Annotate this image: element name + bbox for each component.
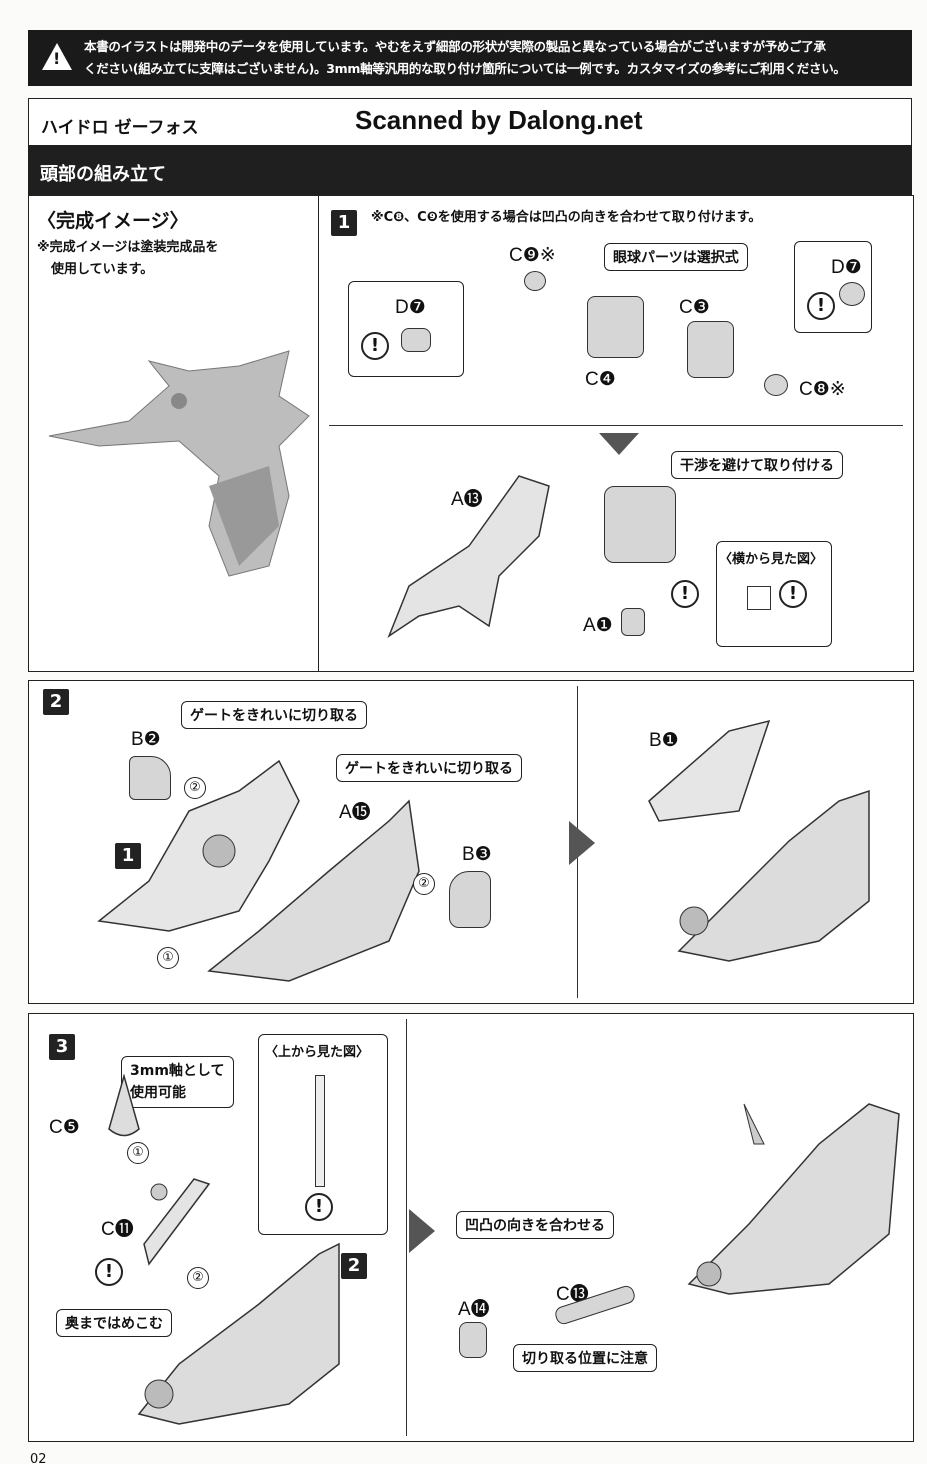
part-d7-image — [401, 328, 431, 352]
product-name: ハイドロ ゼーフォス — [41, 118, 199, 138]
side-view-title: 〈横から見た図〉 — [719, 552, 824, 567]
caution-icon: ! — [671, 580, 699, 608]
part-label-b2: B❷ — [131, 729, 161, 750]
part-a1-image — [621, 608, 645, 636]
callout-gate-2: ゲートをきれいに切り取る — [336, 754, 522, 782]
divider — [406, 1019, 407, 1436]
order-1-marker: ① — [127, 1142, 149, 1164]
complete-note-2: 使用しています。 — [51, 262, 154, 277]
part-c9-image — [524, 271, 546, 291]
alt-part-box-left: D❼ ! — [348, 281, 464, 377]
part-label-b1: B❶ — [649, 730, 679, 751]
step-3-badge: 3 — [49, 1034, 75, 1060]
top-view-title: 〈上から見た図〉 — [265, 1045, 370, 1060]
divider — [329, 425, 903, 426]
part-label-c8: C❽※ — [799, 379, 846, 400]
callout-3mm-axis: 3mm軸として使用可能 — [121, 1056, 234, 1108]
caution-icon: ! — [361, 332, 389, 360]
alt-part-box-right: D❼ ! — [794, 241, 872, 333]
callout-align-notch: 凹凸の向きを合わせる — [456, 1211, 614, 1239]
complete-note-1: ※完成イメージは塗装完成品を — [37, 240, 219, 255]
head-assembly-image — [97, 759, 420, 982]
callout-eyeball-choice: 眼球パーツは選択式 — [604, 243, 748, 271]
ref-step-2-badge: 2 — [341, 1253, 367, 1279]
part-c3-image — [687, 321, 734, 378]
scan-credit: Scanned by Dalong.net — [355, 105, 643, 135]
callout-push-in: 奥まではめこむ — [56, 1309, 172, 1337]
axis-line-2: 使用可能 — [130, 1085, 186, 1101]
top-view-box: 〈上から見た図〉 ! — [258, 1034, 388, 1235]
part-label-c9: C❾※ — [509, 245, 556, 266]
step-1-badge: 1 — [331, 210, 357, 236]
part-label-a13: A⓭ — [451, 489, 483, 510]
part-c5-horn-image — [108, 1074, 140, 1137]
part-label-c4: C❹ — [585, 369, 616, 390]
order-2-marker: ② — [184, 777, 206, 799]
title-box: ハイドロ ゼーフォス Scanned by Dalong.net — [28, 98, 912, 146]
callout-gate-1: ゲートをきれいに切り取る — [181, 701, 367, 729]
step-3-panel: 3 3mm軸として使用可能 C❺ ① C⓫ ! ② 奥まではめこむ 〈上から見た… — [28, 1013, 914, 1442]
part-c8-image — [764, 374, 788, 396]
axis-line-1: 3mm軸として — [130, 1063, 225, 1079]
step-2-panel: 2 ゲートをきれいに切り取る B❷ ② 1 ゲートをきれいに切り取る A⓯ B❸… — [28, 680, 914, 1004]
part-label-a15: A⓯ — [339, 802, 371, 823]
part-label-d7-left: D❼ — [395, 297, 426, 318]
order-2-marker: ② — [413, 873, 435, 895]
part-c11-image — [143, 1178, 211, 1266]
order-2-marker: ② — [187, 1267, 209, 1289]
down-arrow-icon — [599, 433, 639, 455]
head-assembled-image — [648, 719, 870, 962]
step-1-note: ※C❽、C❾を使用する場合は凹凸の向きを合わせて取り付けます。 — [371, 210, 762, 225]
callout-avoid-interference: 干渉を避けて取り付ける — [671, 451, 843, 479]
head-frame-a13-image — [387, 475, 550, 638]
warning-triangle-icon — [42, 43, 72, 70]
part-label-a1: A❶ — [583, 615, 613, 636]
warning-banner: 本書のイラストは開発中のデータを使用しています。やむをえず細部の形状が実際の製品… — [28, 30, 912, 86]
part-label-a14: A⓮ — [458, 1299, 490, 1320]
side-view-box: 〈横から見た図〉 ! — [716, 541, 832, 647]
order-1-marker: ① — [157, 947, 179, 969]
part-d7-image — [839, 282, 865, 306]
top-view-part — [315, 1075, 325, 1187]
complete-image-title: 〈完成イメージ〉 — [37, 210, 189, 232]
head-assembly-image — [137, 1242, 340, 1425]
eye-assembly-image — [604, 486, 676, 563]
part-label-d7-right: D❼ — [831, 257, 862, 278]
part-label-c5: C❺ — [49, 1117, 80, 1138]
head-render-image — [48, 350, 310, 577]
warning-line-1: 本書のイラストは開発中のデータを使用しています。やむをえず細部の形状が実際の製品… — [84, 39, 826, 54]
page-number: 02 — [30, 1452, 47, 1464]
part-b2-image — [129, 756, 171, 800]
section-title: 頭部の組み立て — [40, 164, 166, 185]
side-view-part — [747, 586, 771, 610]
step-2-badge: 2 — [43, 689, 69, 715]
section-header: 頭部の組み立て — [28, 145, 912, 195]
eye-housing-c4-image — [587, 296, 644, 358]
ref-step-1-badge: 1 — [115, 843, 141, 869]
part-label-c3: C❸ — [679, 297, 710, 318]
caution-icon: ! — [95, 1258, 123, 1286]
caution-icon: ! — [305, 1193, 333, 1221]
step-1-panel: 1 ※C❽、C❾を使用する場合は凹凸の向きを合わせて取り付けます。 C❾※ 眼球… — [318, 195, 914, 672]
callout-cut-position: 切り取る位置に注意 — [513, 1344, 657, 1372]
caution-icon: ! — [807, 292, 835, 320]
right-arrow-icon — [409, 1209, 435, 1253]
right-arrow-icon — [569, 821, 595, 865]
part-b3-image — [449, 871, 491, 928]
caution-icon: ! — [779, 580, 807, 608]
complete-image-panel: 〈完成イメージ〉 ※完成イメージは塗装完成品を 使用しています。 — [28, 195, 320, 672]
warning-line-2: ください(組み立てに支障はございません)。3mm軸等汎用的な取り付け箇所について… — [84, 61, 846, 76]
part-label-b3: B❸ — [462, 844, 492, 865]
head-final-image — [687, 1103, 900, 1295]
part-a14-image — [459, 1322, 487, 1358]
part-label-c11: C⓫ — [101, 1219, 134, 1240]
